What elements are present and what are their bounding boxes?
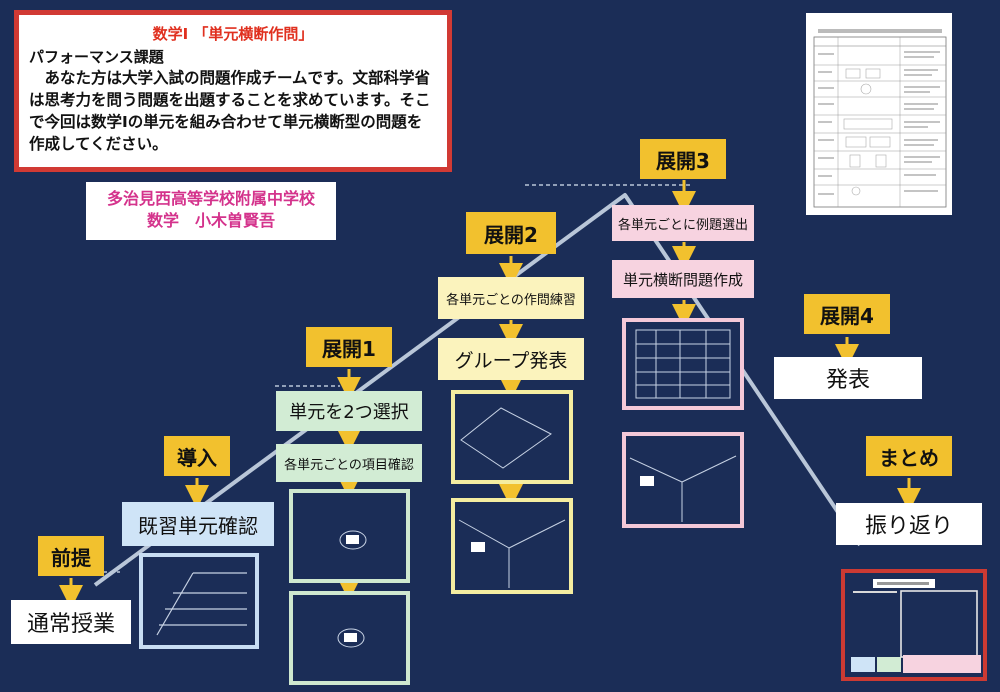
- stage-dev1-label: 展開1: [306, 327, 392, 367]
- stage-premise-label: 前提: [38, 536, 104, 576]
- dev3-step1: 各単元ごとに例題選出: [612, 205, 754, 241]
- task-subtitle: パフォーマンス課題: [29, 48, 164, 66]
- dev1-step1: 単元を2つ選択: [276, 391, 422, 431]
- dev3-worksheet-thumbnail-2: [622, 432, 744, 528]
- dev2-worksheet-thumbnail-1: [451, 390, 573, 484]
- stage-dev4-label: 展開4: [804, 294, 890, 334]
- rubric-sheet-thumbnail: [806, 13, 952, 215]
- intro-worksheet-thumbnail: [139, 553, 259, 649]
- stage-summary-label: まとめ: [866, 436, 952, 476]
- summary-activity: 振り返り: [836, 503, 982, 545]
- school-card: 多治見西高等学校附属中学校 数学 小木曽賢吾: [86, 182, 336, 240]
- stage-dev2-label: 展開2: [466, 212, 556, 254]
- stage-dev3-label: 展開3: [640, 139, 726, 179]
- task-title: 数学Ⅰ 「単元横断作問」: [152, 25, 314, 43]
- dev2-step2: グループ発表: [438, 338, 584, 380]
- rubric-table-graphic: [813, 29, 947, 208]
- task-body: あなた方は大学入試の問題作成チームです。文部科学省は思考力を問う問題を出題するこ…: [29, 69, 431, 153]
- dev2-step1: 各単元ごとの作問練習: [438, 277, 584, 319]
- intro-activity: 既習単元確認: [122, 502, 274, 546]
- dev4-activity: 発表: [774, 357, 922, 399]
- author-name: 数学 小木曽賢吾: [146, 211, 275, 230]
- premise-activity: 通常授業: [11, 600, 131, 644]
- dev1-worksheet-thumbnail-1: [289, 489, 410, 583]
- dev1-worksheet-thumbnail-2: [289, 591, 410, 685]
- summary-reflection-sheet-thumbnail: [841, 569, 987, 681]
- dev1-step2: 各単元ごとの項目確認: [276, 444, 422, 482]
- task-card: 数学Ⅰ 「単元横断作問」 パフォーマンス課題 あなた方は大学入試の問題作成チーム…: [14, 10, 452, 172]
- stage-intro-label: 導入: [164, 436, 230, 476]
- dev3-step2: 単元横断問題作成: [612, 260, 754, 298]
- school-name: 多治見西高等学校附属中学校: [106, 189, 315, 208]
- dev2-worksheet-thumbnail-2: [451, 498, 573, 594]
- dev3-worksheet-thumbnail-1: [622, 318, 744, 410]
